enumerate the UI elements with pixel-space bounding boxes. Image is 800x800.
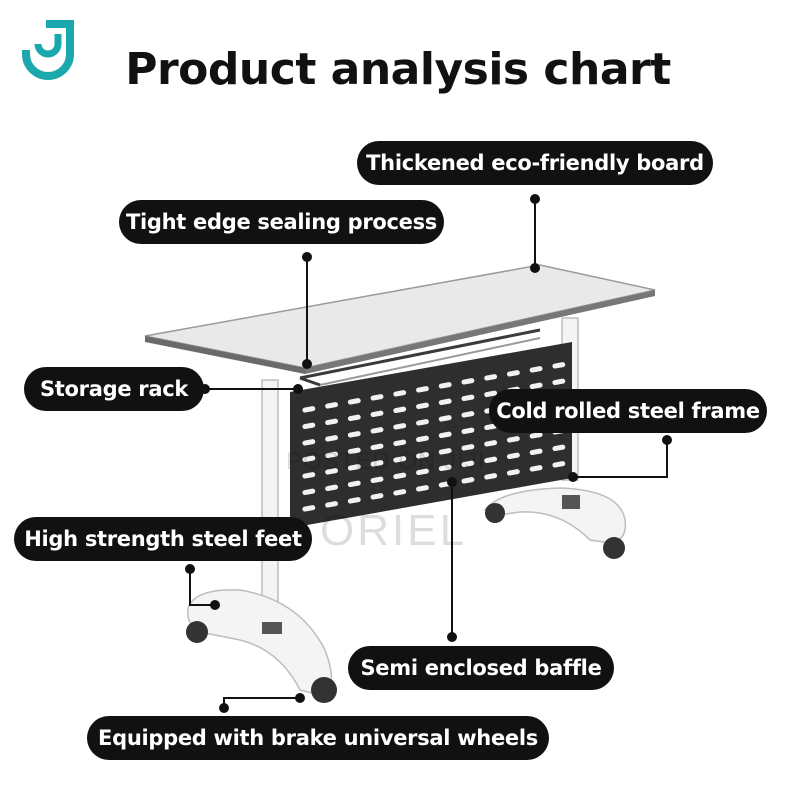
baffle-slot [461,378,475,385]
watermark-line1: POSTED ON JIJI [286,448,486,475]
baffle-slot [461,427,475,435]
baffle-slot [325,418,339,426]
baffle-slot [552,461,566,468]
baffle-slot [370,476,384,484]
baffle-slot [438,464,452,472]
baffle-slot [347,480,361,488]
baffle-slot [552,362,566,369]
baffle-slot [461,444,475,451]
baffle-slot [438,448,452,455]
callout-edge: Tight edge sealing process [119,200,444,244]
baffle-slot [302,439,316,446]
baffle-slot [393,439,407,447]
baffle-slot [438,415,452,422]
baffle-slot [393,472,407,480]
baffle-slot [325,435,339,442]
baffle-slot [529,382,543,390]
callout-board: Thickened eco-friendly board [357,141,713,185]
brand-logo-icon [21,20,74,80]
baffle-slot [438,398,452,406]
baffle-slot [484,374,498,381]
baffle-slot [416,468,429,476]
baffle-slot [416,419,429,426]
baffle-slot [438,431,452,439]
baffle-slot [302,472,316,479]
baffle-slot [416,402,429,410]
baffle-slot [416,386,429,393]
baffle-slot [370,427,384,434]
baffle-slot [325,402,339,409]
table-top [144,264,656,374]
baffle-slot [393,406,407,414]
baffle-slot [552,378,566,386]
baffle-slot [552,444,566,452]
callout-wheels: Equipped with brake universal wheels [87,716,549,760]
baffle-slot [302,505,316,512]
callout-frame: Cold rolled steel frame [489,389,767,433]
baffle-slot [461,394,475,402]
baffle-slot [529,366,543,373]
baffle-slot [370,460,384,467]
callout-feet: High strength steel feet [14,517,312,561]
baffle-slot [325,468,339,475]
baffle-slot [461,460,475,468]
baffle-slot [529,465,543,472]
baffle-slot [347,414,361,422]
baffle-slot [370,443,384,451]
baffle-slot [393,489,407,496]
baffle-slot [302,455,316,463]
leader-lines [185,194,672,713]
baffle-slot [325,501,339,508]
watermark-line2: ORIEL [320,506,468,555]
baffle-slot [347,398,361,405]
baffle-slot [416,435,429,443]
baffle-slot [506,469,520,476]
callout-rack: Storage rack [24,367,204,411]
baffle-slot [325,451,339,459]
baffle-slot [461,477,475,484]
baffle-slot [370,493,384,500]
baffle-slot [484,473,498,480]
baffle-slot [347,464,361,471]
callout-baffle: Semi enclosed baffle [348,646,614,690]
baffle-slot [529,432,543,439]
baffle-slot [416,485,429,492]
baffle-slot [438,382,452,389]
baffle-slot [393,423,407,430]
baffle-slot [325,484,339,492]
baffle-slot [484,440,498,447]
baffle-slot [484,456,498,464]
baffle-slot [347,431,361,438]
baffle-slot [529,448,543,456]
baffle-slot [302,422,316,430]
baffle-slot [347,497,361,504]
baffle-slot [302,488,316,496]
baffle-slot [506,370,520,377]
baffle-slot [416,452,429,459]
baffle-slot [461,411,475,418]
baffle-slot [506,452,520,460]
page-title: Product analysis chart [125,44,671,95]
baffle-slot [347,447,361,455]
baffle-slot [393,390,407,397]
storage-rack [299,328,541,387]
baffle-slot [370,410,384,418]
baffle-slot [370,394,384,401]
baffle-slot [302,406,316,413]
baffle-slot [506,436,520,443]
baffle-slot [393,456,407,463]
